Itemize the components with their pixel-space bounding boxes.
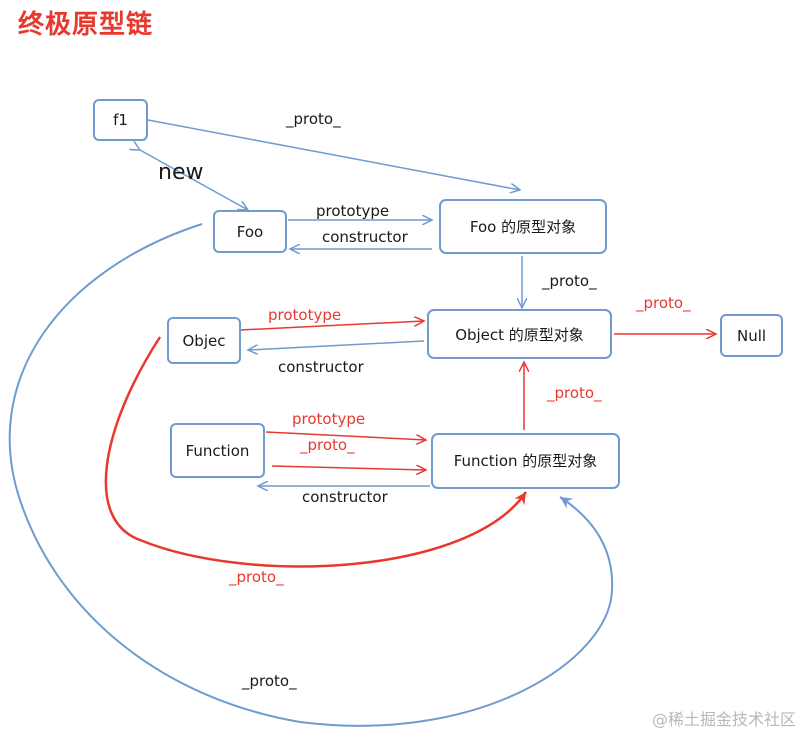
- svg-text:Foo 的原型对象: Foo 的原型对象: [470, 218, 576, 236]
- label-constructor-func: constructor: [302, 488, 389, 506]
- diagram-title: 终极原型链: [18, 10, 154, 40]
- edge-new: [140, 150, 248, 210]
- label-proto-foo-obj: _proto_: [541, 272, 597, 291]
- label-prototype-obj: prototype: [268, 306, 341, 324]
- edge-f1-proto: [147, 119, 520, 190]
- svg-text:Null: Null: [737, 327, 766, 345]
- edge-function-prototype: [265, 431, 426, 440]
- svg-text:Objec: Objec: [183, 332, 226, 350]
- label-new: new: [158, 160, 203, 185]
- label-proto-objec-func: _proto_: [228, 568, 284, 587]
- edge-foo-funcproto: [8, 223, 614, 727]
- label-proto-obj-null: _proto_: [635, 294, 691, 313]
- label-prototype-func: prototype: [292, 410, 365, 428]
- node-foo-prototype-object: Foo 的原型对象: [439, 199, 607, 254]
- label-proto-top: _proto_: [285, 110, 341, 129]
- svg-text:Foo: Foo: [237, 223, 263, 241]
- label-constructor-foo: constructor: [322, 228, 409, 246]
- label-proto-funcproto-obj: _proto_: [546, 384, 602, 403]
- edge-objec-funcproto: [104, 336, 528, 568]
- node-object-prototype-object: Object 的原型对象: [427, 309, 612, 359]
- label-proto-func: _proto_: [299, 436, 355, 455]
- label-prototype-foo: prototype: [316, 202, 389, 220]
- node-function: Function: [170, 423, 265, 478]
- svg-text:Function: Function: [186, 442, 250, 460]
- svg-text:f1: f1: [113, 111, 128, 129]
- label-constructor-obj: constructor: [278, 358, 365, 376]
- node-function-prototype-object: Function 的原型对象: [431, 433, 620, 489]
- watermark: @稀土掘金技术社区: [651, 710, 796, 729]
- node-f1: f1: [93, 99, 148, 141]
- svg-text:Object 的原型对象: Object 的原型对象: [455, 326, 584, 344]
- edge-objec-constructor: [248, 340, 425, 350]
- node-objec: Objec: [167, 317, 241, 364]
- node-foo: Foo: [213, 210, 287, 253]
- svg-text:Function 的原型对象: Function 的原型对象: [454, 452, 598, 470]
- edge-function-proto: [271, 466, 426, 470]
- edge-objec-prototype: [239, 321, 424, 331]
- label-proto-foo-func: _proto_: [241, 672, 297, 691]
- node-null: Null: [720, 314, 783, 357]
